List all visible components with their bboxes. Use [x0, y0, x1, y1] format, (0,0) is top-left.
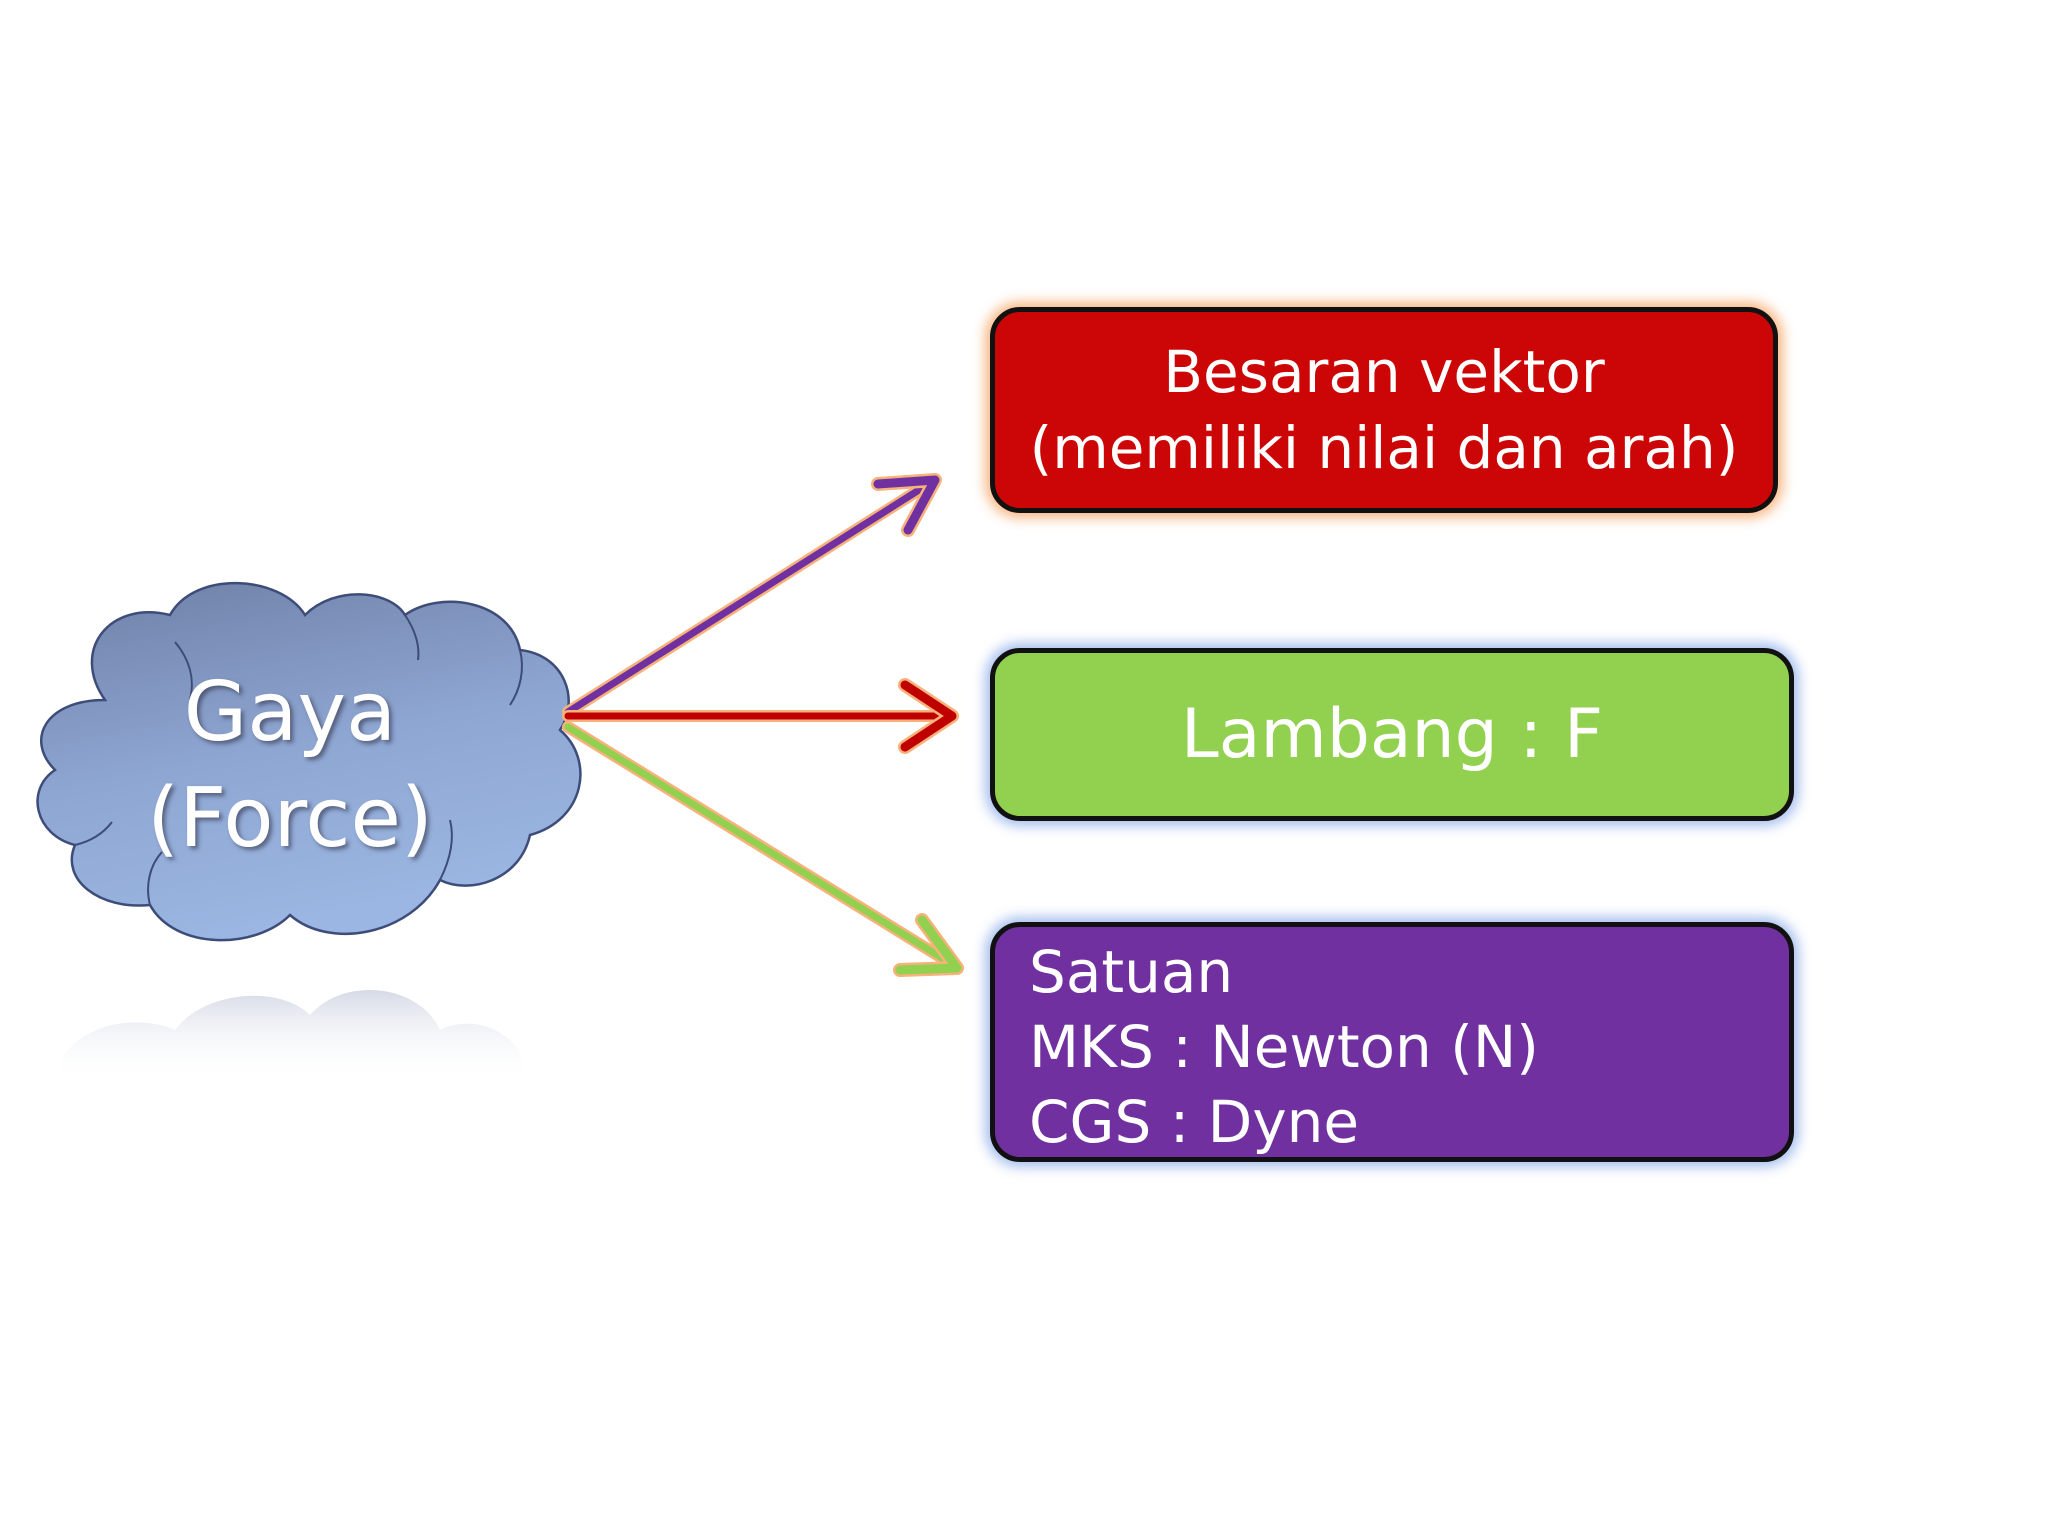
- unit-box-line1: Satuan: [1029, 938, 1234, 1006]
- symbol-box-text: Lambang : F: [1180, 695, 1604, 774]
- cloud-label-line2: (Force): [147, 771, 433, 866]
- vector-quantity-box: Besaran vektor (memiliki nilai dan arah): [990, 307, 1778, 513]
- vector-box-line2: (memiliki nilai dan arah): [1029, 414, 1739, 482]
- cloud-label: Gaya (Force): [90, 660, 490, 872]
- cloud-label-line1: Gaya: [183, 665, 397, 760]
- arrow-to-unit: [562, 721, 964, 977]
- unit-box-line3: CGS : Dyne: [1029, 1088, 1360, 1156]
- arrow-to-vector: [562, 473, 942, 718]
- cloud-shape: [36, 581, 582, 942]
- cloud-reflection: [55, 989, 526, 1080]
- unit-box-line2: MKS : Newton (N): [1029, 1013, 1539, 1081]
- vector-box-line1: Besaran vektor: [1163, 338, 1605, 406]
- symbol-box: Lambang : F: [990, 648, 1794, 821]
- arrow-to-symbol: [562, 678, 959, 754]
- unit-box: Satuan MKS : Newton (N) CGS : Dyne: [990, 922, 1794, 1162]
